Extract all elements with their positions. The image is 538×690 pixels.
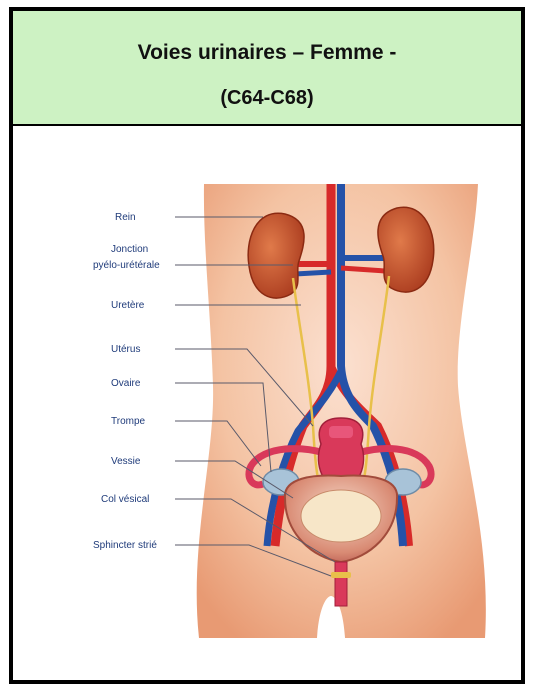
right-kidney — [378, 207, 434, 292]
left-kidney — [248, 213, 304, 298]
left-renal-vein — [295, 272, 331, 274]
urethra — [335, 562, 347, 606]
figure-subtitle: (C64-C68) — [13, 87, 521, 110]
figure-title: Voies urinaires – Femme - — [13, 41, 521, 65]
label-ovaire: Ovaire — [111, 378, 141, 389]
right-renal-artery — [341, 268, 385, 271]
label-trompe: Trompe — [111, 416, 146, 427]
label-sphincter: Sphincter strié — [93, 540, 157, 551]
bladder-lumen — [301, 490, 381, 542]
uterus-fundus — [329, 426, 353, 438]
label-uterus: Utérus — [111, 344, 140, 355]
sphincter-ring — [331, 572, 351, 578]
label-vessie: Vessie — [111, 456, 141, 467]
anatomy-illustration: Rein Jonction pyélo-urétérale Uretère Ut… — [13, 126, 521, 680]
label-uretere: Uretère — [111, 300, 145, 311]
figure-header: Voies urinaires – Femme - (C64-C68) — [13, 11, 521, 126]
label-rein: Rein — [115, 212, 136, 223]
label-col-vesical: Col vésical — [101, 494, 149, 505]
label-jonction-1: Jonction — [111, 244, 148, 255]
label-jonction-2: pyélo-urétérale — [93, 260, 160, 271]
figure-frame: Voies urinaires – Femme - (C64-C68) — [9, 7, 525, 684]
